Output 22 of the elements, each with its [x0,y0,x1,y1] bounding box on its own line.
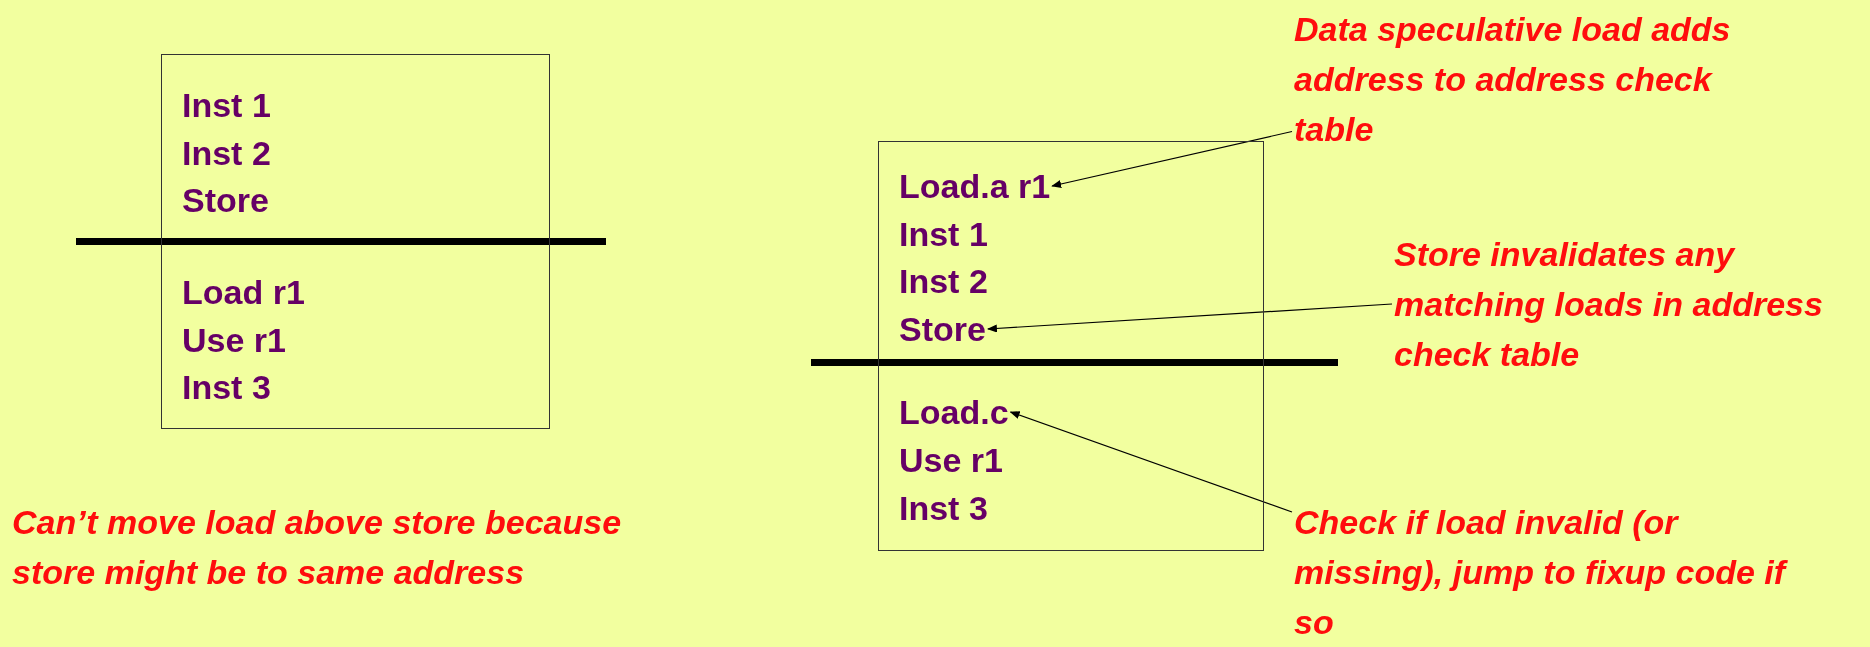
leader-arrow [1009,411,1293,513]
instruction-text: Load r1 [182,272,305,312]
instruction-text: Inst 3 [182,367,271,407]
instruction-text: Store [899,309,986,349]
note-text: Can’t move load above store because store might be to same address [12,502,623,593]
code-block-box [161,54,550,429]
instruction-text: Inst 2 [899,261,988,301]
instruction-text: Inst 1 [899,214,988,254]
instruction-text: Load.c [899,392,1009,432]
leader-arrow [986,303,1393,333]
instruction-text: Use r1 [182,320,286,360]
annotation-text: Check if load invalid (or missing), jump to fixup code if so [1294,497,1814,647]
instruction-text: Inst 1 [182,85,271,125]
instruction-text: Use r1 [899,440,1003,480]
instruction-text: Inst 3 [899,488,988,528]
leader-arrow [1051,130,1293,188]
annotation-text: Data speculative load adds address to address check table [1294,4,1794,154]
instruction-text: Load.a r1 [899,166,1051,206]
instruction-text: Inst 2 [182,133,271,173]
code-block-box [878,141,1264,551]
instruction-text: Store [182,180,269,220]
annotation-text: Store invalidates any matching loads in address check table [1394,229,1864,379]
